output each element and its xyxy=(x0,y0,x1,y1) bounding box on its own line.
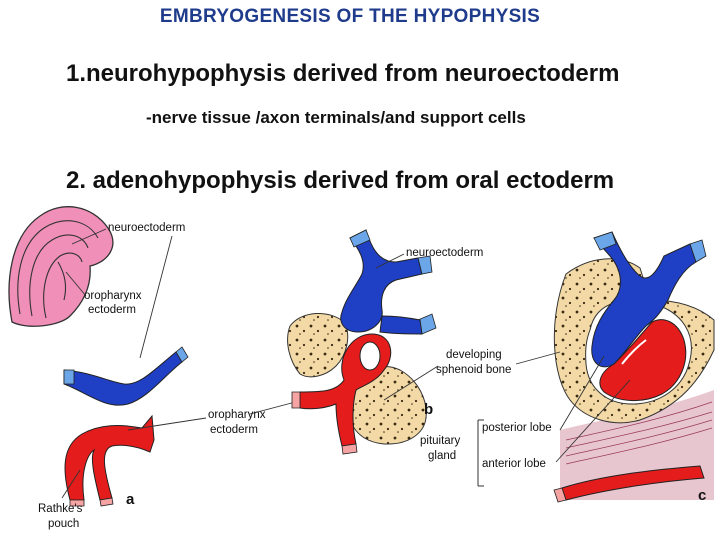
embryo-foregut xyxy=(57,261,67,301)
label-posterior-lobe: posterior lobe xyxy=(482,422,552,434)
label-oropharynx-shared-1: oropharynx xyxy=(208,409,266,421)
leader-line xyxy=(555,379,631,463)
pouch-cut-end xyxy=(69,499,85,507)
band-cut-end xyxy=(417,255,433,275)
band-cut-end xyxy=(349,229,371,248)
tissue-line xyxy=(565,411,713,449)
leader-line xyxy=(375,253,405,269)
band-cut-end xyxy=(593,231,617,251)
tissue-line xyxy=(565,401,713,441)
label-rathke-2: pouch xyxy=(48,518,79,530)
label-neuroectoderm-a: neuroectoderm xyxy=(108,222,185,234)
anterior-lobe xyxy=(599,319,687,401)
embryo-fold-1 xyxy=(17,220,99,315)
tissue-line xyxy=(565,427,713,465)
label-pituitary-2: gland xyxy=(428,450,456,462)
point-1-detail: -nerve tissue /axon terminals/and suppor… xyxy=(146,108,526,127)
embryo-fold-3 xyxy=(43,252,83,319)
point-2-heading: 2. adenohypophysis derived from oral ect… xyxy=(66,167,615,194)
label-anterior-lobe: anterior lobe xyxy=(482,458,546,470)
label-pituitary-1: pituitary xyxy=(420,435,461,447)
label-neuroectoderm-b: neuroectoderm xyxy=(406,247,483,259)
pouch-cut-end xyxy=(99,497,114,507)
rathke-pouch xyxy=(64,414,155,501)
neuroectoderm-band-a xyxy=(63,351,183,406)
leader-line xyxy=(65,271,87,297)
residual-lumen xyxy=(621,339,647,365)
leader-line xyxy=(71,228,107,245)
leader-line xyxy=(515,351,561,365)
leader-line xyxy=(559,355,605,431)
band-cut-end xyxy=(175,346,189,363)
label-rathke-1: Rathke's xyxy=(38,503,83,515)
pouch-cut-end xyxy=(291,391,301,409)
label-oropharynx-a-1: oropharynx xyxy=(84,290,142,302)
leader-line xyxy=(383,365,439,401)
point-1-heading: 1.neurohypophysis derived from neuroecto… xyxy=(66,60,620,87)
oral-band-c xyxy=(561,465,705,501)
tissue-line xyxy=(565,419,713,457)
panel-c: pituitary gland posterior lobe anterior … xyxy=(420,231,715,504)
label-sphenoid-2: sphenoid bone xyxy=(436,364,511,376)
slide-title: EMBRYOGENESIS OF THE HYPOPHYSIS xyxy=(159,6,541,27)
pouch-cut-end xyxy=(341,443,358,455)
leader-line xyxy=(139,235,173,359)
label-sphenoid-1: developing xyxy=(446,349,502,361)
neuroectoderm-b-arm xyxy=(379,315,423,335)
embryo-fold-2 xyxy=(29,234,89,317)
bone-left-b xyxy=(287,312,349,378)
band-cut-end xyxy=(553,487,567,503)
panel-letter-b: b xyxy=(424,401,433,418)
posterior-lobe xyxy=(591,231,697,368)
panel-a: neuroectoderm oropharynx ectoderm Rathke… xyxy=(8,206,189,530)
shared-label: oropharynx ectoderm xyxy=(127,395,319,436)
band-cut-end xyxy=(63,369,75,385)
neuroectoderm-b xyxy=(340,229,423,333)
pouch-lumen-b xyxy=(359,341,381,371)
band-cut-end xyxy=(689,239,707,263)
panel-letter-c: c xyxy=(698,487,706,504)
label-oropharynx-shared-2: ectoderm xyxy=(210,424,258,436)
panel-letter-a: a xyxy=(126,491,135,508)
label-oropharynx-a-2: ectoderm xyxy=(88,304,136,316)
leader-line xyxy=(61,469,81,499)
panel-b: neuroectoderm developing sphenoid bone b xyxy=(287,229,511,455)
leader-line xyxy=(127,417,207,431)
